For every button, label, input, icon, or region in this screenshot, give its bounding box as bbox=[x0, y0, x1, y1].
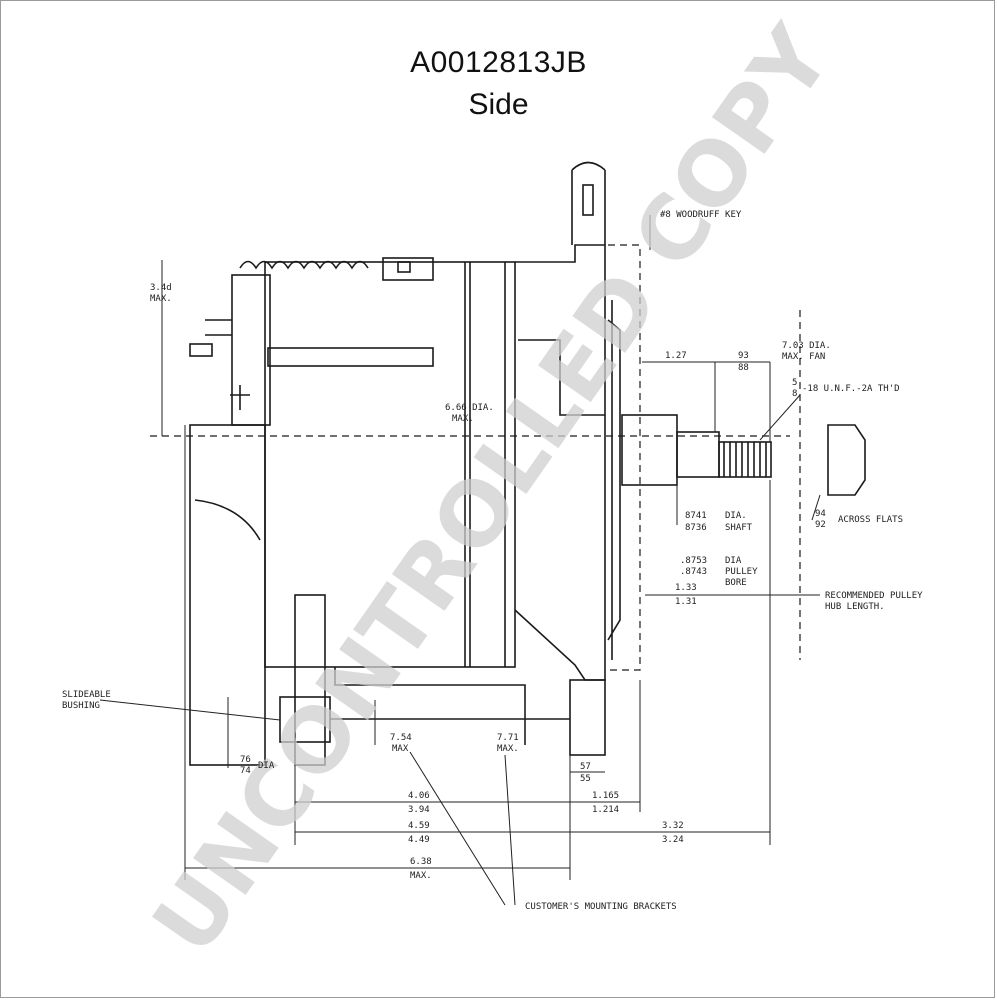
label-thread-den: 8 bbox=[792, 389, 797, 399]
dim-brackets-leader-2 bbox=[504, 754, 516, 906]
label-bush-top: 76 bbox=[240, 755, 251, 765]
watermark-text: UNCONTROLLED COPY bbox=[133, 7, 852, 972]
cooling-fins bbox=[239, 260, 369, 270]
through-bolt bbox=[267, 347, 434, 367]
label-height-val: 3.4d bbox=[150, 283, 172, 293]
label-housing-dia: 6.66 DIA. bbox=[445, 403, 494, 413]
label-127: 1.27 bbox=[665, 351, 687, 361]
label-fan-dia: 7.03 DIA. bbox=[782, 341, 831, 351]
view-subtitle: Side bbox=[468, 88, 529, 121]
pulley-dashed-outline bbox=[150, 244, 801, 671]
front-housing bbox=[514, 244, 606, 681]
label-394: 3.94 bbox=[408, 805, 430, 815]
label-638: 6.38 bbox=[410, 857, 432, 867]
dimension-labels: 3.4d MAX. 6.66 DIA. MAX. #8 WOODRUFF KEY… bbox=[62, 210, 923, 912]
label-thread-spec: -18 U.N.F.-2A TH'D bbox=[802, 384, 900, 394]
label-57: 57 bbox=[580, 762, 591, 772]
label-thread-num: 5 bbox=[792, 378, 797, 388]
label-fan-max: MAX. FAN bbox=[782, 352, 825, 362]
label-shaft-top: 8741 bbox=[685, 511, 707, 521]
thread-lines bbox=[723, 442, 767, 477]
pulley-hub bbox=[621, 414, 678, 486]
label-hub-text1: RECOMMENDED PULLEY bbox=[825, 591, 923, 601]
label-flats-bot: 92 bbox=[815, 520, 826, 530]
ear-slot bbox=[582, 184, 594, 216]
label-93: 93 bbox=[738, 351, 749, 361]
label-bushing2: BUSHING bbox=[62, 701, 100, 711]
shaft-nut bbox=[827, 424, 866, 496]
label-1214: 1.214 bbox=[592, 805, 619, 815]
rear-housing-curve bbox=[194, 499, 261, 541]
label-bush-dia: DIA bbox=[258, 761, 275, 771]
label-bore-dia: DIA bbox=[725, 556, 742, 566]
label-771-max: MAX. bbox=[497, 744, 519, 754]
label-hub-top: 1.33 bbox=[675, 583, 697, 593]
label-flats-text: ACROSS FLATS bbox=[838, 515, 903, 525]
label-754: 7.54 bbox=[390, 733, 412, 743]
label-771: 7.71 bbox=[497, 733, 519, 743]
label-housing-max: MAX. bbox=[452, 414, 474, 424]
label-459: 4.59 bbox=[408, 821, 430, 831]
fan-blades bbox=[607, 300, 621, 660]
dim-thread-leader bbox=[759, 394, 801, 441]
label-1165: 1.165 bbox=[592, 791, 619, 801]
label-shaft-word: SHAFT bbox=[725, 523, 753, 533]
dim-flats-leader bbox=[811, 494, 821, 521]
label-shaft-bot: 8736 bbox=[685, 523, 707, 533]
terminal-plate bbox=[231, 274, 271, 426]
dimension-lines bbox=[99, 215, 821, 906]
label-324: 3.24 bbox=[662, 835, 684, 845]
front-housing-step bbox=[518, 339, 605, 416]
mounting-foot-left bbox=[294, 594, 326, 766]
label-hub-text2: HUB LENGTH. bbox=[825, 602, 885, 612]
alternator-outline bbox=[189, 161, 866, 766]
adjusting-ear bbox=[571, 161, 606, 245]
label-55: 55 bbox=[580, 774, 591, 784]
regulator-box bbox=[382, 257, 434, 281]
stator-body bbox=[264, 261, 516, 668]
label-bush-bot: 74 bbox=[240, 766, 251, 776]
label-bore-w2: BORE bbox=[725, 578, 747, 588]
label-449: 4.49 bbox=[408, 835, 430, 845]
label-woodruff-key: #8 WOODRUFF KEY bbox=[660, 210, 742, 220]
label-332: 3.32 bbox=[662, 821, 684, 831]
label-406: 4.06 bbox=[408, 791, 430, 801]
label-height-max: MAX. bbox=[150, 294, 172, 304]
label-638-max: MAX. bbox=[410, 871, 432, 881]
label-88: 88 bbox=[738, 363, 749, 373]
terminal-hardware bbox=[205, 319, 250, 410]
label-brackets: CUSTOMER'S MOUNTING BRACKETS bbox=[525, 902, 677, 912]
label-bushing1: SLIDEABLE bbox=[62, 690, 111, 700]
label-bore-bot: .8743 bbox=[680, 567, 707, 577]
fan-outline bbox=[608, 244, 641, 671]
label-hub-bot: 1.31 bbox=[675, 597, 697, 607]
label-flats-top: 94 bbox=[815, 509, 826, 519]
threaded-end bbox=[718, 441, 772, 478]
shaft bbox=[676, 431, 720, 478]
label-bore-w1: PULLEY bbox=[725, 567, 758, 577]
terminal-stud bbox=[189, 343, 213, 357]
part-number-title: A0012813JB bbox=[410, 46, 587, 79]
mounting-foot-right bbox=[569, 679, 606, 756]
label-bore-top: .8753 bbox=[680, 556, 707, 566]
label-754-max: MAX bbox=[392, 744, 409, 754]
dim-bushing-leader bbox=[99, 699, 281, 721]
label-shaft-dia: DIA. bbox=[725, 511, 747, 521]
regulator-terminal bbox=[397, 261, 411, 273]
dim-brackets-leader-1 bbox=[409, 751, 506, 906]
